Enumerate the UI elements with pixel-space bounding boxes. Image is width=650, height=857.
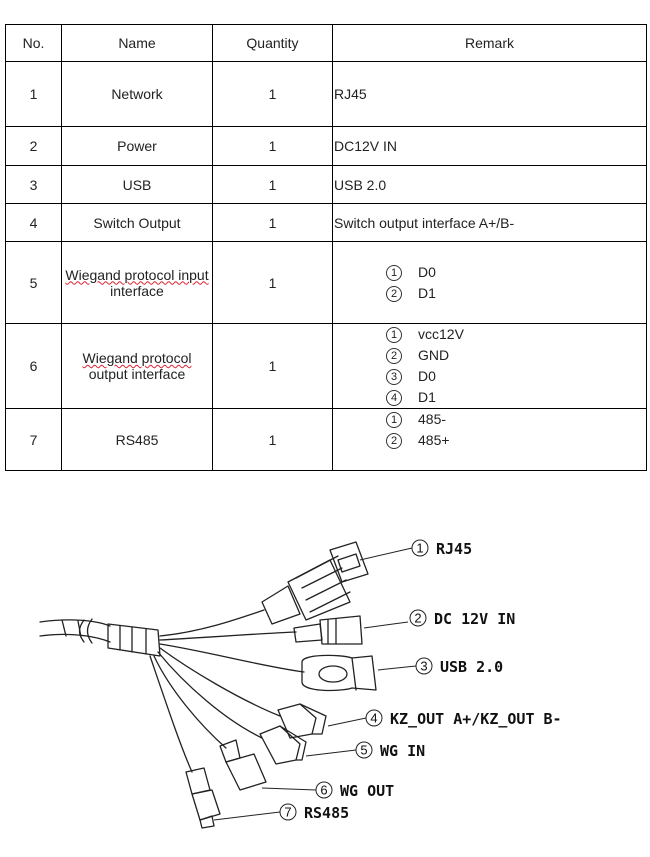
- remark-item: 1 D0: [334, 262, 646, 283]
- remark-item: 3 D0: [334, 366, 646, 387]
- callout-4-circle: [365, 709, 383, 727]
- cell-no: 5: [5, 241, 62, 324]
- table-row: 1 Network 1 RJ45: [5, 61, 647, 127]
- circled-number: 3: [386, 369, 402, 386]
- cell-name: Wiegand protocol input interface: [61, 241, 213, 324]
- cell-remark: 1 vcc12V 2 GND 3 D0 4 D1: [332, 323, 647, 409]
- callout-5-circle: [355, 741, 373, 759]
- cell-name: Network: [61, 61, 213, 127]
- cell-quantity: 1: [212, 165, 333, 204]
- header-name: Name: [61, 24, 213, 62]
- remark-item-text: D1: [418, 284, 436, 301]
- cell-remark: 1 485- 2 485+: [332, 408, 647, 471]
- remark-item: 2 GND: [334, 345, 646, 366]
- cell-quantity: 1: [212, 408, 333, 471]
- cell-no: 2: [5, 126, 62, 166]
- callout-4-number: 4: [370, 711, 377, 726]
- circled-number: 2: [386, 348, 402, 365]
- callout-5-label: WG IN: [380, 742, 425, 760]
- remark-item-text: vcc12V: [418, 326, 464, 342]
- cell-quantity: 1: [212, 323, 333, 409]
- remark-item: 1 485-: [334, 409, 646, 430]
- callout-7-number: 7: [284, 805, 291, 820]
- callout-6-circle: [315, 781, 333, 799]
- cell-quantity: 1: [212, 203, 333, 242]
- callout-1-number: 1: [416, 541, 423, 556]
- callout-2-label: DC 12V IN: [434, 610, 515, 628]
- callout-3-circle: [415, 657, 433, 675]
- circled-number: 2: [386, 433, 402, 450]
- cell-remark: Switch output interface A+/B-: [332, 203, 647, 242]
- callout-2-number: 2: [414, 611, 421, 626]
- callout-6-label: WG OUT: [340, 782, 394, 800]
- header-no: No.: [5, 24, 62, 62]
- table-row: 5 Wiegand protocol input interface 1 1 D0…: [5, 241, 647, 324]
- table-row: 7 RS485 1 1 485- 2 485+: [5, 408, 647, 471]
- callout-3-label: USB 2.0: [440, 658, 503, 676]
- cell-quantity: 1: [212, 61, 333, 127]
- circled-number: 1: [386, 327, 402, 344]
- interface-table: No. Name Quantity Remark 1 Network 1 RJ4…: [5, 24, 647, 471]
- table-row: 4 Switch Output 1 Switch output interfac…: [5, 203, 647, 242]
- callout-1-label: RJ45: [436, 540, 472, 558]
- remark-item-text: D0: [418, 263, 436, 280]
- leader-lines: [213, 547, 417, 821]
- cell-name: Power: [61, 126, 213, 166]
- cable-diagram: 1 RJ45 2 DC 12V IN 3 USB 2.0 4 KZ_OUT A+…: [39, 539, 562, 829]
- remark-item: 1 vcc12V: [334, 324, 646, 345]
- circled-number: 2: [386, 285, 402, 302]
- cell-name-line2: output interface: [88, 366, 186, 382]
- callout-7-label: RS485: [304, 804, 349, 822]
- table-row: 3 USB 1 USB 2.0: [5, 165, 647, 204]
- circled-number: 1: [386, 264, 402, 281]
- cell-no: 1: [5, 61, 62, 127]
- cell-name-line2: interface: [110, 282, 164, 299]
- remark-item-text: 485-: [418, 411, 447, 427]
- cell-no: 7: [5, 408, 62, 471]
- cell-remark: USB 2.0: [332, 165, 647, 204]
- cell-no: 4: [5, 203, 62, 242]
- cell-no: 3: [5, 165, 62, 204]
- header-quantity: Quantity: [212, 24, 333, 62]
- remark-item: 4 D1: [334, 387, 646, 408]
- cell-quantity: 1: [212, 241, 333, 324]
- callout-4-label: KZ_OUT A+/KZ_OUT B-: [390, 710, 562, 728]
- cell-no: 6: [5, 323, 62, 409]
- remark-item-text: D0: [418, 368, 436, 384]
- cable-drawing: [39, 541, 377, 829]
- header-remark: Remark: [332, 24, 647, 62]
- table-row: 2 Power 1 DC12V IN: [5, 126, 647, 166]
- cell-name: RS485: [61, 408, 213, 471]
- remark-item-text: D1: [418, 389, 436, 405]
- cell-quantity: 1: [212, 126, 333, 166]
- callout-3-number: 3: [420, 659, 427, 674]
- cell-remark: DC12V IN: [332, 126, 647, 166]
- callout-6-number: 6: [320, 783, 327, 798]
- circled-number: 4: [386, 390, 402, 407]
- remark-item-text: GND: [418, 347, 450, 363]
- cell-remark: RJ45: [332, 61, 647, 127]
- callout-2-circle: [409, 609, 427, 627]
- cell-name: USB: [61, 165, 213, 204]
- remark-item: 2 D1: [334, 283, 646, 304]
- cell-name: Wiegand protocol output interface: [61, 323, 213, 409]
- table-header-row: No. Name Quantity Remark: [5, 24, 647, 62]
- cell-remark: 1 D0 2 D1: [332, 241, 647, 324]
- circled-number: 1: [386, 412, 402, 429]
- callout-7-circle: [279, 803, 297, 821]
- callout-1-circle: [411, 539, 429, 557]
- cell-name: Switch Output: [61, 203, 213, 242]
- remark-item-text: 485+: [418, 432, 450, 448]
- remark-item: 2 485+: [334, 430, 646, 451]
- cell-name-line1: Wiegand protocol: [82, 350, 192, 366]
- cell-name-line1: Wiegand protocol input: [65, 266, 209, 283]
- callout-5-number: 5: [360, 743, 367, 758]
